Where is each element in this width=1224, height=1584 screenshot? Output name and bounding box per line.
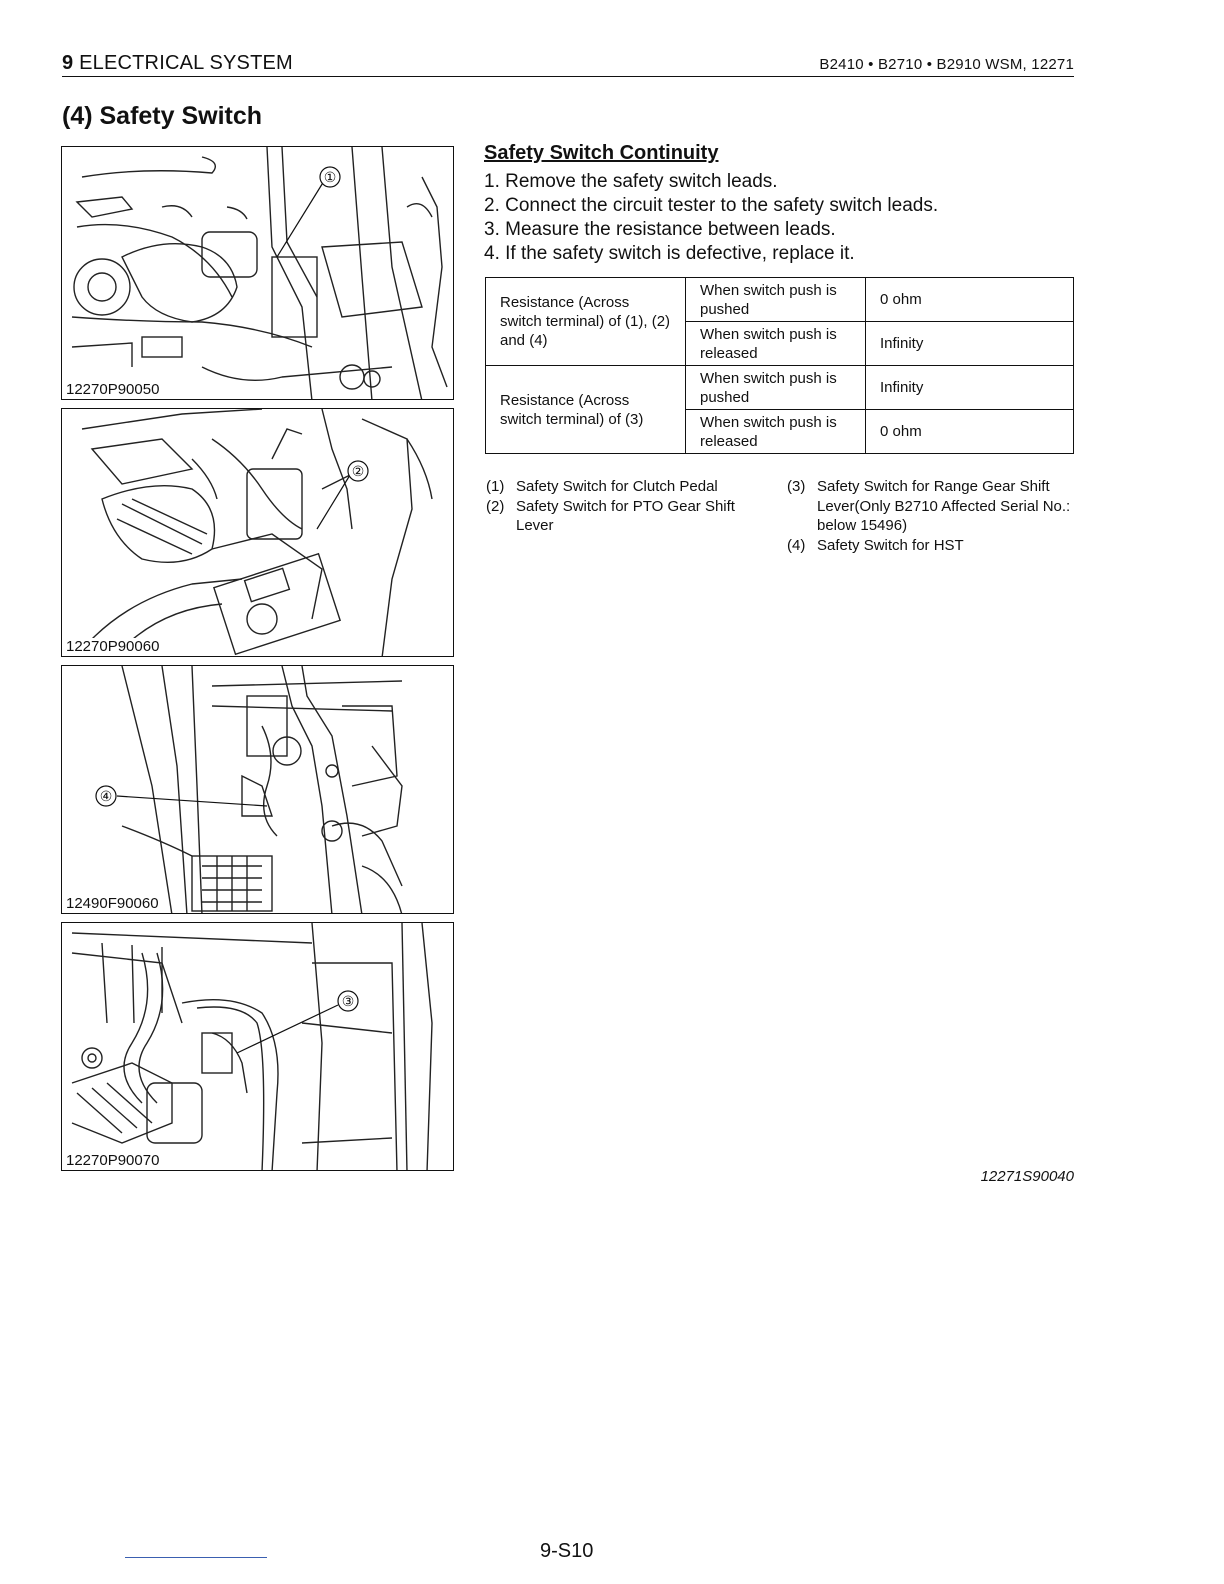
procedure-step: 3. Measure the resistance between leads.: [484, 219, 836, 240]
figure-illustration: ②: [81, 409, 433, 656]
manual-reference: B2410 • B2710 • B2910 WSM, 12271: [819, 56, 1074, 73]
section-title: (4) Safety Switch: [62, 102, 263, 130]
figure-range-switch: ③ 12270P90070: [61, 922, 454, 1171]
table-row: Resistance (Across switch terminal) of (…: [485, 277, 1074, 366]
chapter-number: 9: [62, 52, 74, 74]
legend-item: (2) Safety Switch for PTO Gear Shift Lev…: [486, 497, 766, 536]
page-number: 9-S10: [540, 1540, 594, 1562]
figure-code: 12270P90050: [66, 381, 162, 398]
table-row: When switch push is released Infinity: [486, 321, 1074, 366]
legend-right: (3) Safety Switch for Range Gear Shift L…: [787, 477, 1077, 555]
legend-number: (2): [486, 497, 505, 515]
figure-code: 12490F90060: [66, 895, 161, 912]
chapter-title: ELECTRICAL SYSTEM: [79, 52, 293, 74]
table-value: 0 ohm: [865, 277, 1074, 322]
resistance-table: Resistance (Across switch terminal) of (…: [485, 277, 1074, 454]
chapter-heading: 9 ELECTRICAL SYSTEM: [62, 52, 293, 75]
table-condition: When switch push is released: [685, 321, 866, 366]
figure-code: 12270P90060: [66, 638, 162, 655]
table-condition: When switch push is pushed: [685, 365, 866, 410]
callout-4: ④: [100, 788, 113, 804]
table-condition: When switch push is pushed: [685, 277, 866, 322]
footer-line: [125, 1557, 267, 1558]
table-condition: When switch push is released: [685, 409, 866, 454]
figure-pto-switch: ② 12270P90060: [61, 408, 454, 657]
figure-illustration: ④: [95, 666, 403, 913]
table-row: Resistance (Across switch terminal) of (…: [485, 365, 1074, 454]
table-row: When switch push is released 0 ohm: [486, 409, 1074, 454]
continuity-heading: Safety Switch Continuity: [484, 142, 719, 164]
procedure-step: 4. If the safety switch is defective, re…: [484, 243, 855, 264]
legend-number: (3): [787, 478, 806, 495]
legend-text: Safety Switch for Clutch Pedal: [516, 478, 718, 495]
procedure-step: 1. Remove the safety switch leads.: [484, 171, 778, 192]
legend-number: (4): [787, 536, 806, 554]
table-group-label: Resistance (Across switch terminal) of (…: [485, 277, 686, 366]
callout-3: ③: [342, 993, 355, 1009]
legend-left: (1) Safety Switch for Clutch Pedal (2) S…: [486, 477, 766, 536]
procedure-steps: 1. Remove the safety switch leads. 2. Co…: [484, 170, 938, 266]
procedure-step: 2. Connect the circuit tester to the saf…: [484, 195, 939, 216]
callout-1: ①: [324, 169, 337, 185]
figure-clutch-switch: ① 12270P90050: [61, 146, 454, 400]
legend-text: Safety Switch for Range Gear Shift Lever…: [817, 478, 1071, 534]
legend-text: Safety Switch for HST: [817, 536, 964, 554]
legend-text: Safety Switch for PTO Gear Shift Lever: [516, 497, 735, 535]
callout-2: ②: [352, 463, 365, 479]
legend-item: (4) Safety Switch for HST: [787, 536, 1077, 556]
legend-item: (3) Safety Switch for Range Gear Shift L…: [787, 477, 1077, 536]
figure-illustration: ①: [71, 147, 448, 399]
legend-item: (1) Safety Switch for Clutch Pedal: [486, 477, 766, 497]
table-group-label: Resistance (Across switch terminal) of (…: [485, 365, 686, 454]
table-value: 0 ohm: [865, 409, 1074, 454]
figure-hst-switch: ④ 12490F90060: [61, 665, 454, 914]
figure-illustration: ③: [71, 923, 433, 1170]
table-value: Infinity: [865, 365, 1074, 410]
section-code: 12271S90040: [980, 1168, 1074, 1185]
header-rule: [62, 76, 1074, 77]
table-value: Infinity: [865, 321, 1074, 366]
figure-code: 12270P90070: [66, 1152, 162, 1169]
legend-number: (1): [486, 478, 505, 495]
